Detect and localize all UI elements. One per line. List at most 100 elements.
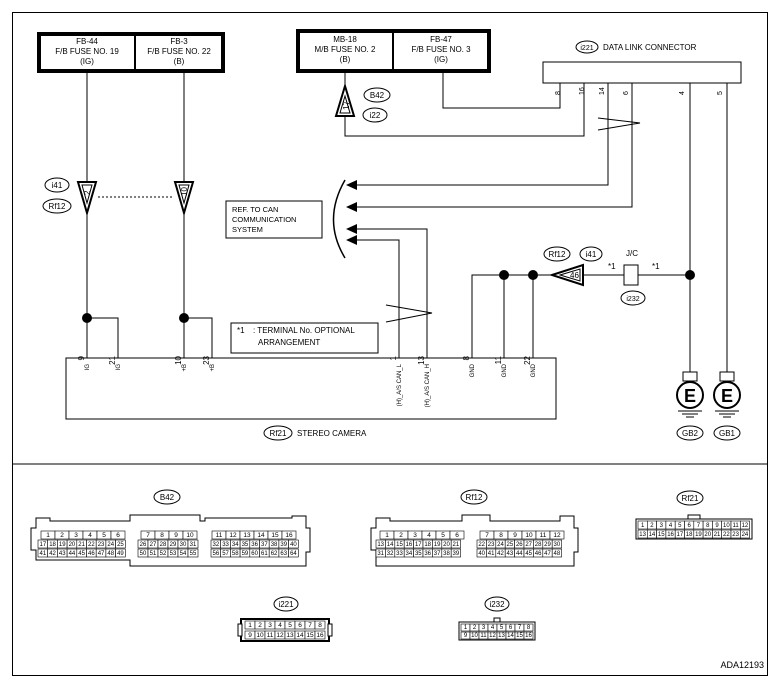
- pin-cell-number: 38: [443, 551, 450, 557]
- pin-cell-number: 3: [413, 532, 417, 539]
- pin-cell-number: 45: [78, 551, 85, 557]
- pin-cell-number: 7: [697, 523, 701, 529]
- pin-cell-number: 11: [216, 532, 223, 539]
- pin-cell-number: 7: [308, 622, 312, 629]
- pin-cell-number: 19: [434, 542, 441, 548]
- pin-cell-number: 1: [248, 622, 252, 629]
- pin-cell-number: 40: [290, 542, 297, 548]
- pin-cell-number: 7: [146, 532, 150, 539]
- pin-cell-number: 9: [174, 532, 178, 539]
- pin-cell-number: 8: [527, 625, 531, 631]
- fuse-circuit: (B): [340, 55, 351, 64]
- figure-id: ADA12193: [720, 660, 764, 670]
- pin-cell-number: 17: [40, 542, 47, 548]
- pin-cell-number: 21: [453, 542, 460, 548]
- pin-cell-number: 18: [49, 542, 56, 548]
- connector-ref: i41: [586, 250, 597, 259]
- pin-cell-number: 37: [261, 542, 268, 548]
- ground-gb1: E GB1: [713, 371, 741, 441]
- pin-number: 17: [342, 101, 351, 110]
- jc-mark: *1: [608, 262, 616, 271]
- connector-ref: i41: [52, 181, 63, 190]
- pin-cell-number: 44: [516, 551, 523, 557]
- pin-cell-number: 29: [170, 542, 177, 548]
- ground-gb2: E GB2: [676, 371, 704, 441]
- connector-ref: B42: [370, 91, 385, 100]
- pin-cell-number: 11: [733, 523, 740, 529]
- pin-cell-number: 35: [242, 542, 249, 548]
- junction-dots: [82, 270, 695, 323]
- pin-cell-number: 10: [723, 523, 730, 529]
- pin-cell-number: 27: [150, 542, 157, 548]
- pin-cell-number: 48: [107, 551, 114, 557]
- pin-cell-number: 7: [485, 532, 489, 539]
- pin-cell-number: 62: [271, 551, 278, 557]
- pin-cell-number: 59: [242, 551, 249, 557]
- pin-cell: [523, 623, 534, 632]
- pin-cell-number: 24: [742, 532, 749, 538]
- pin-cell-number: 18: [686, 532, 693, 538]
- connector-ref: i22: [370, 111, 381, 120]
- pin-cell-number: 1: [46, 532, 50, 539]
- pin-cell-number: 51: [150, 551, 157, 557]
- pin-cell-number: 3: [660, 523, 664, 529]
- pin-cell-number: 25: [507, 542, 514, 548]
- fuse-circuit: (IG): [80, 57, 94, 66]
- pin-cell-number: 34: [232, 542, 239, 548]
- pin-cell-number: 31: [190, 542, 197, 548]
- pin-number: 4: [679, 91, 686, 95]
- pin-cell: [739, 529, 750, 539]
- connector-title: Rf12: [466, 493, 483, 502]
- pin-cell: [549, 530, 565, 540]
- pin-cell-number: 50: [140, 551, 147, 557]
- pin-cell: [314, 620, 326, 630]
- outer-frame: [12, 12, 768, 676]
- inline-connector-i41-rf12: 2 10 i41 Rf12: [42, 177, 195, 217]
- pin-cell-number: 60: [251, 551, 258, 557]
- pin-cell-number: 46: [535, 551, 542, 557]
- note-line: : TERMINAL No. OPTIONAL: [253, 326, 355, 335]
- camera-pin-number: 13: [417, 355, 426, 364]
- fuse-fb3: FB-3 F/B FUSE NO. 22 (B): [147, 37, 211, 66]
- camera-pin-number: 9: [77, 355, 86, 360]
- fuse-id: FB-47: [430, 35, 452, 44]
- ground-symbol: E: [684, 386, 696, 406]
- pin-cell-number: 23: [732, 532, 739, 538]
- joint-connector: 46 Rf12 i41 J/C *1 *1 i232: [543, 246, 660, 306]
- pin-cell-number: 3: [482, 625, 486, 631]
- pin-number: 8: [555, 91, 562, 95]
- pin-cell-number: 6: [687, 523, 691, 529]
- pin-cell: [551, 539, 562, 549]
- pin-cell-number: 41: [40, 551, 47, 557]
- pin-cell: [450, 548, 461, 558]
- pin-cell: [449, 530, 465, 540]
- can-note-line: REF. TO CAN: [232, 205, 278, 214]
- pin-cell-number: 29: [544, 542, 551, 548]
- pin-cell-number: 5: [102, 532, 106, 539]
- pin-cell-number: 14: [387, 542, 394, 548]
- pin-cell-number: 9: [464, 633, 468, 639]
- pin-cell-number: 64: [290, 551, 297, 557]
- pin-cell-number: 2: [60, 532, 64, 539]
- pin-cell-number: 56: [213, 551, 220, 557]
- fuse-group-left: FB-44 F/B FUSE NO. 19 (IG) FB-3 F/B FUSE…: [37, 32, 225, 73]
- pin-cell-number: 13: [286, 632, 294, 639]
- pin-cell-number: 44: [69, 551, 76, 557]
- pin-cell-number: 14: [296, 632, 304, 639]
- fuse-circuit: (IG): [434, 55, 448, 64]
- pin-cell-number: 8: [160, 532, 164, 539]
- pin-number: 2: [83, 190, 92, 195]
- pin-cell-number: 36: [251, 542, 258, 548]
- pin-cell-number: 5: [500, 625, 504, 631]
- pin-cell-number: 43: [59, 551, 66, 557]
- pin-cell-number: 40: [478, 551, 485, 557]
- fuse-name: F/B FUSE NO. 22: [147, 47, 211, 56]
- pin-cell-number: 16: [285, 532, 293, 539]
